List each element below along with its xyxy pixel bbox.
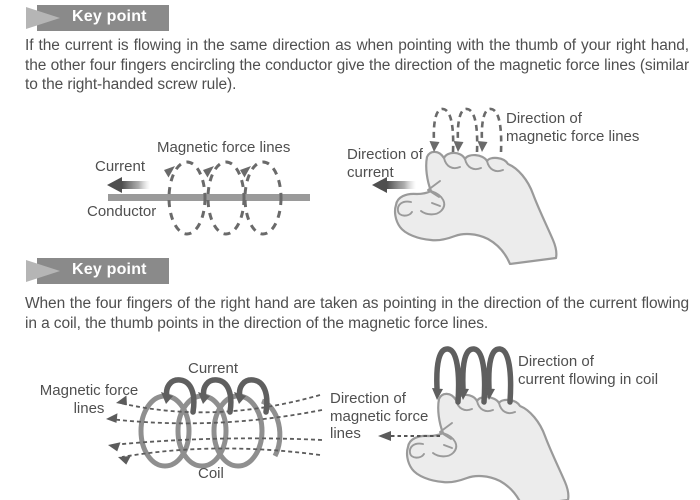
label-conductor: Conductor xyxy=(87,203,157,220)
current-arrow-body xyxy=(387,181,416,189)
conductor-bar xyxy=(108,194,310,201)
label-direction-of-current-in-coil: Direction of current flowing in coil xyxy=(518,353,659,388)
keypoint-label: Key point xyxy=(72,8,147,25)
keypoint-label: Key point xyxy=(72,261,147,278)
magnetic-field-line xyxy=(109,409,323,425)
coil-turn xyxy=(211,393,265,469)
keypoint-banner-2: Key point xyxy=(26,258,172,284)
dashed-field-arc xyxy=(452,107,479,154)
magnetic-arrow-head xyxy=(378,431,391,441)
section1-paragraph: If the current is flowing in the same di… xyxy=(25,37,689,93)
label-magnetic-force-lines: Magnetic force lines xyxy=(39,382,139,417)
keypoint-banner-1: Key point xyxy=(26,5,172,31)
loop-arrow-head xyxy=(240,166,251,178)
current-loop-arrow xyxy=(458,349,485,402)
label-magnetic-force-lines: Magnetic force lines xyxy=(157,139,291,156)
magnetic-loop xyxy=(167,160,207,236)
field-arrow-head xyxy=(116,452,131,466)
dashed-field-arc xyxy=(428,107,455,154)
magnetic-field-line xyxy=(121,447,321,458)
coil-turn xyxy=(138,393,192,469)
magnetic-field-line xyxy=(111,437,323,446)
conductor-diagram xyxy=(107,160,310,236)
current-arrow-head xyxy=(107,177,122,193)
coil-current-arrow xyxy=(198,380,231,412)
label-direction-of-magnetic-force-lines: Direction of magnetic force lines xyxy=(506,110,640,145)
coil-current-arrow xyxy=(161,380,194,412)
label-current: Current xyxy=(95,158,146,175)
label-direction-of-magnetic-force-lines: Direction of magnetic force lines xyxy=(330,390,429,442)
label-current: Current xyxy=(188,360,239,377)
current-arrow-body xyxy=(122,181,150,189)
right-hand-fist xyxy=(405,392,570,500)
magnetic-loop xyxy=(206,160,246,236)
right-hand-diagram-2 xyxy=(378,340,570,500)
loop-arrow-head xyxy=(203,166,214,178)
right-hand-diagram-1 xyxy=(372,107,558,265)
dashed-field-arc xyxy=(476,107,503,154)
label-direction-of-current: Direction of current xyxy=(347,146,423,181)
current-loop-arrow xyxy=(484,349,511,402)
coil-diagram xyxy=(105,355,323,469)
loop-arrow-head xyxy=(164,166,175,178)
current-arrow-head xyxy=(372,177,387,193)
section2-paragraph: When the four fingers of the right hand … xyxy=(25,295,689,332)
label-coil: Coil xyxy=(198,465,224,482)
magnetic-field-line xyxy=(119,394,321,414)
magnetic-loop xyxy=(243,160,283,236)
field-arrow-head xyxy=(107,440,121,452)
